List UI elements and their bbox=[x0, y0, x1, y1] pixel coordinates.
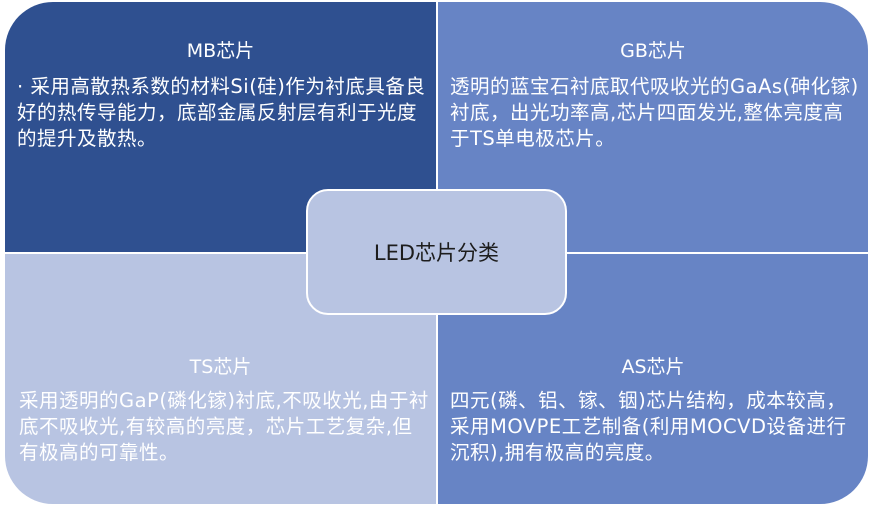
center-node: LED芯片分类 bbox=[306, 189, 567, 315]
quadrant-description: 采用透明的GaP(磷化镓)衬底,不吸收光,由于衬底不吸收光,有较高的亮度，芯片工… bbox=[19, 389, 429, 464]
quadrant-title: AS芯片 bbox=[621, 356, 685, 378]
quadrant-description: 四元(磷、铝、镓、铟)芯片结构，成本较高，采用MOVPE工艺制备(利用MOCVD… bbox=[450, 389, 847, 464]
quadrant-description: 透明的蓝宝石衬底取代吸收光的GaAs(砷化镓)衬底，出光功率高,芯片四面发光,整… bbox=[450, 75, 859, 150]
center-label: LED芯片分类 bbox=[373, 241, 500, 265]
quadrant-title: TS芯片 bbox=[189, 356, 252, 378]
quadrant-mb-chip: MB芯片 · 采用高散热系数的材料Si(硅)作为衬底具备良好的热传导能力，底部金… bbox=[5, 2, 436, 252]
quadrant-title: GB芯片 bbox=[620, 40, 686, 62]
quadrant-title: MB芯片 bbox=[186, 40, 255, 62]
quadrant-description: · 采用高散热系数的材料Si(硅)作为衬底具备良好的热传导能力，底部金属反射层有… bbox=[17, 75, 426, 150]
quadrant-gb-chip: GB芯片 透明的蓝宝石衬底取代吸收光的GaAs(砷化镓)衬底，出光功率高,芯片四… bbox=[438, 2, 868, 252]
